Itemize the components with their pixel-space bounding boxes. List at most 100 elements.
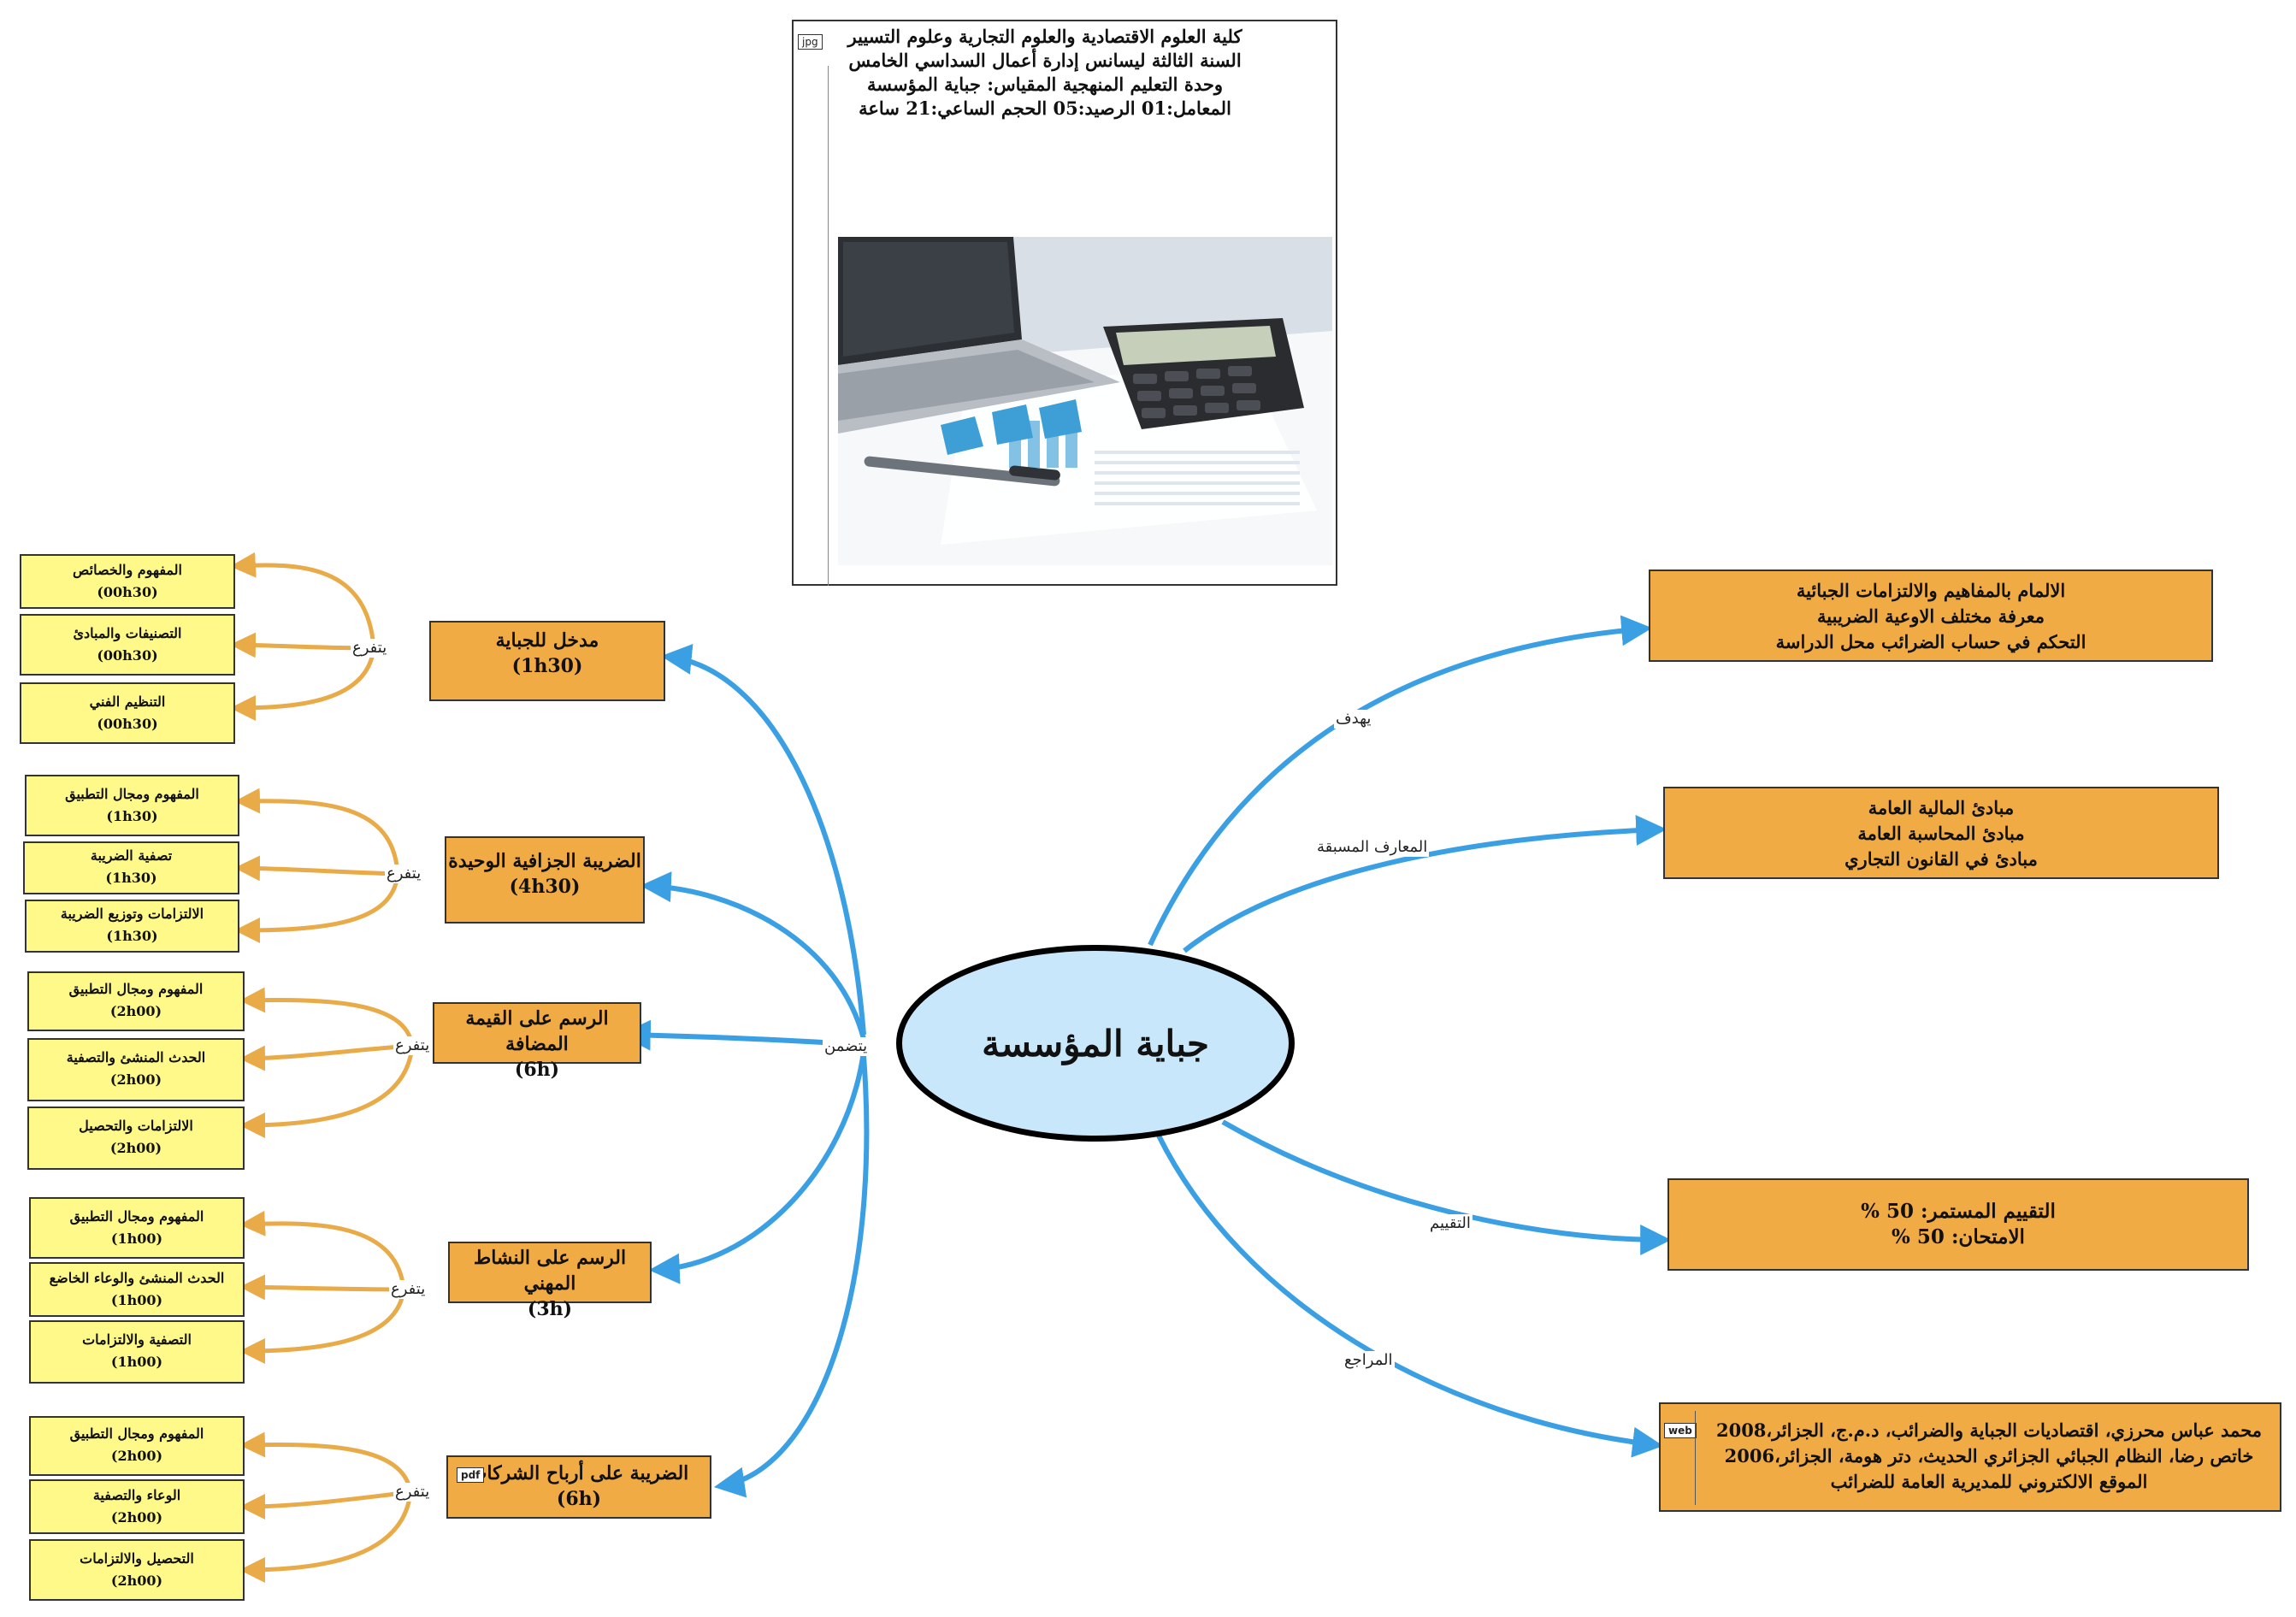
- link-branch-3-2: [239, 1043, 413, 1071]
- prerequisite-item: مبادئ المحاسبة العامة: [1857, 823, 2025, 844]
- subtopic-node[interactable]: التنظيم الفني (00h30): [20, 682, 235, 744]
- info-line-subject: المقياس: جباية المؤسسة: [867, 74, 1057, 95]
- topic-node-corporate-tax[interactable]: pdf الضريبة على أرباح الشركات (6h): [446, 1455, 711, 1519]
- course-info-text: كلية العلوم الاقتصادية والعلوم التجارية …: [831, 25, 1259, 121]
- subtopic-node[interactable]: المفهوم ومجال التطبيق (1h00): [29, 1197, 245, 1259]
- edge-label-branch-3: يتفرع: [393, 1036, 432, 1055]
- prerequisite-item: مبادئ المالية العامة: [1868, 797, 2015, 818]
- subtopic-title: المفهوم والخصائص: [73, 562, 182, 578]
- web-link-badge[interactable]: web: [1664, 1423, 1697, 1438]
- subtopic-hours: (00h30): [97, 647, 158, 664]
- info-line-year: السنة الثالثة ليسانس إدارة أعمال: [992, 50, 1242, 71]
- edge-label-aims: يهدف: [1334, 710, 1373, 729]
- objective-item: الالمام بالمفاهيم والالتزامات الجبائية: [1796, 580, 2066, 601]
- link-branch-5-1: [239, 1431, 413, 1493]
- subtopic-node[interactable]: الالتزامات والتحصيل (2h00): [27, 1107, 245, 1170]
- central-topic-node[interactable]: جباية المؤسسة: [896, 945, 1295, 1142]
- evaluation-item: التقييم المستمر: 50 %: [1861, 1200, 2056, 1223]
- link-contains-topic-2: [640, 871, 866, 1040]
- link-prior: [1183, 815, 1667, 953]
- topic-node-intro[interactable]: مدخل للجباية (1h30): [429, 621, 665, 701]
- info-line-credits: الرصيد:05: [1053, 97, 1136, 119]
- link-branch-1-3: [230, 647, 376, 721]
- subtopic-hours: (1h30): [106, 928, 158, 944]
- subtopic-node[interactable]: المفهوم ومجال التطبيق (2h00): [29, 1416, 245, 1476]
- subtopic-node[interactable]: التصنيفات والمبادئ (00h30): [20, 614, 235, 676]
- link-contains-topic-4: [648, 1051, 866, 1284]
- subtopic-hours: (1h00): [110, 1292, 163, 1308]
- subtopic-hours: (1h30): [105, 870, 157, 886]
- topic-hours: (4h30): [509, 876, 581, 898]
- subtopic-title: المفهوم ومجال التطبيق: [69, 1425, 204, 1442]
- subtopic-node[interactable]: الالتزامات وتوزيع الضريبة (1h30): [25, 900, 239, 953]
- topic-title: مدخل للجباية: [495, 629, 599, 652]
- edge-label-branch-4: يتفرع: [389, 1280, 428, 1299]
- subtopic-node[interactable]: التحصيل والالتزامات (2h00): [29, 1539, 245, 1601]
- link-branch-5-3: [239, 1491, 413, 1583]
- subtopic-node[interactable]: الحدث المنشئ والوعاء الخاضع (1h00): [29, 1262, 245, 1317]
- subtopic-node[interactable]: المفهوم ومجال التطبيق (2h00): [27, 971, 245, 1031]
- topic-node-vat[interactable]: الرسم على القيمة المضافة (6h): [433, 1002, 641, 1081]
- link-contains-topic-5: [713, 1055, 870, 1498]
- topic-hours: (6h): [514, 1059, 560, 1081]
- edge-label-references: المراجع: [1343, 1351, 1395, 1370]
- info-line-coefficient: المعامل:01: [1141, 97, 1231, 119]
- objective-item: التحكم في حساب الضرائب محل الدراسة: [1775, 631, 2086, 652]
- references-divider: [1695, 1411, 1696, 1505]
- subtopic-node[interactable]: المفهوم ومجال التطبيق (1h30): [25, 775, 239, 836]
- edge-label-branch-5: يتفرع: [393, 1483, 432, 1502]
- link-branch-5-2: [239, 1490, 411, 1520]
- topic-title: الرسم على القيمة المضافة: [465, 1007, 609, 1055]
- evaluation-node[interactable]: التقييم المستمر: 50 % الامتحان: 50 %: [1667, 1178, 2249, 1271]
- link-branch-2-3: [234, 873, 400, 943]
- pdf-attachment-badge[interactable]: pdf: [457, 1467, 485, 1483]
- info-line-hours: الحجم الساعي:21 ساعة: [859, 97, 1048, 119]
- link-branch-1-1: [230, 552, 376, 649]
- topic-title: الرسم على النشاط المهني: [473, 1247, 627, 1295]
- objectives-node[interactable]: الالمام بالمفاهيم والالتزامات الجبائية م…: [1649, 569, 2213, 662]
- subtopic-hours: (00h30): [97, 584, 158, 600]
- subtopic-title: الحدث المنشئ والتصفية: [66, 1049, 206, 1065]
- subtopic-title: التحصيل والالتزامات: [80, 1550, 194, 1567]
- subtopic-hours: (2h00): [109, 1071, 162, 1088]
- subtopic-title: المفهوم ومجال التطبيق: [68, 981, 204, 997]
- link-branch-2-2: [234, 855, 398, 882]
- subtopic-hours: (1h00): [110, 1230, 163, 1247]
- info-line-faculty: كلية العلوم الاقتصادية والعلوم التجارية …: [847, 26, 1242, 47]
- info-line-semester: السداسي الخامس: [848, 50, 986, 71]
- jpg-attachment-badge[interactable]: jpg: [798, 34, 823, 50]
- link-branch-4-3: [239, 1289, 406, 1364]
- subtopic-hours: (2h00): [110, 1448, 163, 1464]
- subtopic-title: الوعاء والتصفية: [92, 1487, 181, 1503]
- link-branch-3-3: [239, 1045, 415, 1138]
- prerequisites-node[interactable]: مبادئ المالية العامة مبادئ المحاسبة العا…: [1663, 787, 2219, 879]
- subtopic-node[interactable]: الوعاء والتصفية (2h00): [29, 1479, 245, 1534]
- subtopic-node[interactable]: الحدث المنشئ والتصفية (2h00): [27, 1038, 245, 1101]
- topic-title: الضريبة الجزافية الوحيدة: [448, 850, 641, 872]
- link-branch-4-2: [239, 1274, 404, 1301]
- subtopic-title: التصفية والالتزامات: [82, 1331, 192, 1348]
- evaluation-item: الامتحان: 50 %: [1892, 1225, 2025, 1248]
- subtopic-node[interactable]: المفهوم والخصائص (00h30): [20, 554, 235, 609]
- link-evaluation: [1221, 1119, 1672, 1255]
- info-box-divider: [828, 66, 829, 586]
- references-node[interactable]: web محمد عباس محرزي، اقتصاديات الجباية و…: [1659, 1402, 2281, 1512]
- course-info-box: jpg كلية العلوم الاقتصادية والعلوم التجا…: [792, 20, 1337, 586]
- topic-node-flat-tax[interactable]: الضريبة الجزافية الوحيدة (4h30): [445, 836, 645, 924]
- objective-item: معرفة مختلف الاوعية الضريبية: [1817, 605, 2045, 627]
- subtopic-hours: (2h00): [109, 1140, 162, 1156]
- subtopic-node[interactable]: التصفية والالتزامات (1h00): [29, 1320, 245, 1384]
- subtopic-node[interactable]: تصفية الضريبة (1h30): [23, 841, 239, 894]
- reference-item: الموقع الالكتروني للمديرية العامة للضرائ…: [1830, 1471, 2148, 1492]
- edge-label-evaluation: التقييم: [1428, 1214, 1473, 1233]
- subtopic-hours: (2h00): [109, 1003, 162, 1019]
- central-topic-title: جباية المؤسسة: [982, 1022, 1209, 1065]
- edge-label-prior: المعارف المسبقة: [1315, 838, 1430, 857]
- topic-hours: (6h): [556, 1488, 602, 1510]
- link-branch-2-1: [234, 788, 400, 875]
- edge-label-branch-2: يتفرع: [385, 865, 423, 883]
- topic-hours: (3h): [527, 1298, 573, 1320]
- topic-node-professional-activity[interactable]: الرسم على النشاط المهني (3h): [448, 1242, 652, 1320]
- subtopic-title: التصنيفات والمبادئ: [73, 625, 182, 641]
